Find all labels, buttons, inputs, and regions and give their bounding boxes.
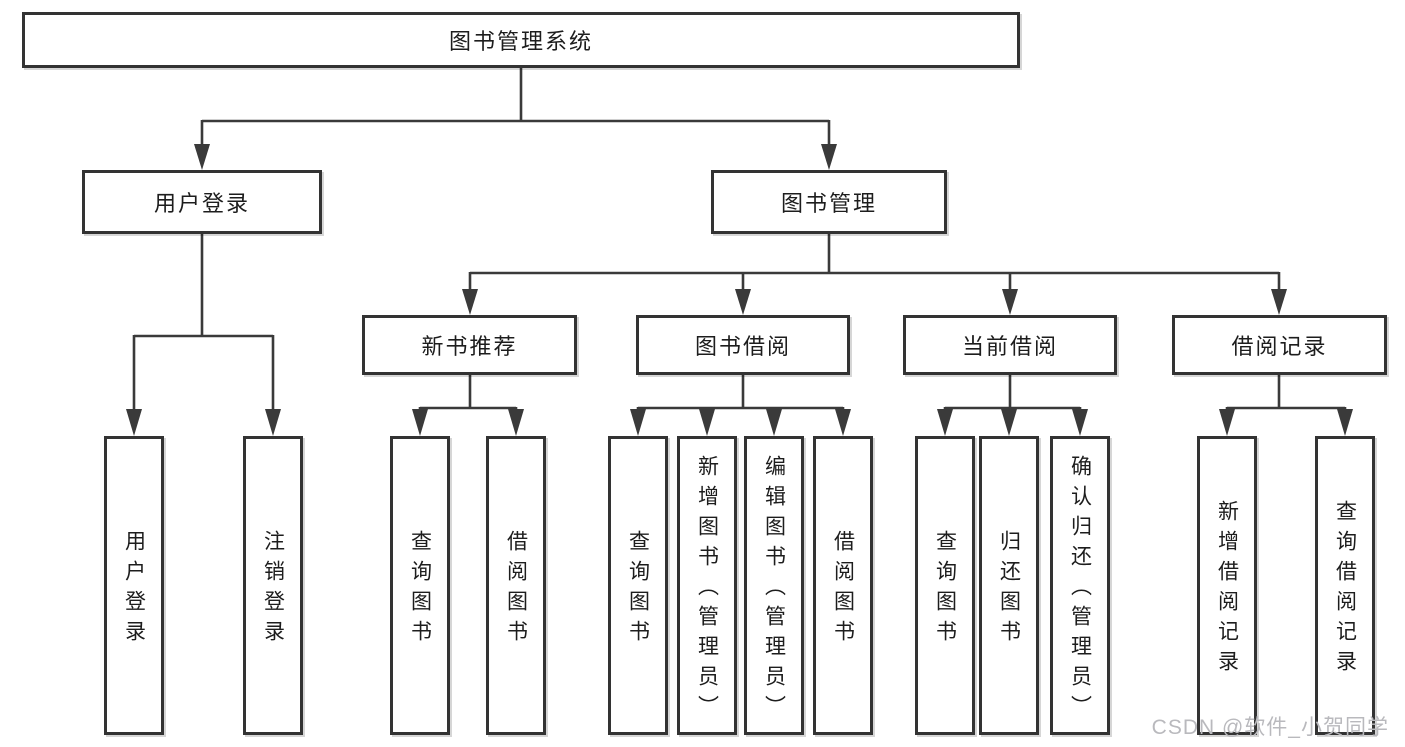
node-leaf-query-books-borrow: 查询图书 [608, 436, 668, 735]
node-leaf-user-login: 用户登录 [104, 436, 164, 735]
node-label: 编辑图书（管理员） [762, 455, 786, 725]
node-new-book-recommend: 新书推荐 [362, 315, 577, 375]
node-leaf-add-borrow-record: 新增借阅记录 [1197, 436, 1257, 735]
node-label: 借阅图书 [831, 530, 855, 650]
node-label: 归还图书 [997, 530, 1021, 650]
node-label: 新增图书（管理员） [695, 455, 719, 725]
node-leaf-confirm-return-admin: 确认归还（管理员） [1050, 436, 1110, 735]
node-label: 用户登录 [153, 191, 250, 216]
node-leaf-return-books: 归还图书 [979, 436, 1039, 735]
node-label: 图书管理系统 [448, 29, 593, 54]
node-label: 借阅图书 [504, 530, 528, 650]
node-label: 当前借阅 [961, 334, 1058, 359]
node-label: 注销登录 [261, 530, 285, 650]
node-label: 确认归还（管理员） [1068, 455, 1092, 725]
node-leaf-query-borrow-record: 查询借阅记录 [1315, 436, 1375, 735]
node-label: 图书借阅 [694, 334, 791, 359]
node-label: 查询图书 [408, 530, 432, 650]
node-leaf-add-books-admin: 新增图书（管理员） [677, 436, 737, 735]
node-leaf-edit-books-admin: 编辑图书（管理员） [744, 436, 804, 735]
node-label: 查询图书 [626, 530, 650, 650]
node-leaf-borrow-books: 借阅图书 [813, 436, 873, 735]
node-book-borrow: 图书借阅 [636, 315, 850, 375]
node-label: 用户登录 [122, 530, 146, 650]
arrowheads [126, 144, 1353, 436]
node-leaf-query-books-current: 查询图书 [915, 436, 975, 735]
watermark: CSDN @软件_小贺同学 [1151, 716, 1389, 739]
node-label: 图书管理 [780, 191, 877, 216]
node-book-management: 图书管理 [711, 170, 947, 234]
node-label: 查询图书 [933, 530, 957, 650]
node-leaf-query-books-recommend: 查询图书 [390, 436, 450, 735]
node-label: 查询借阅记录 [1333, 500, 1357, 680]
node-leaf-borrow-books-recommend: 借阅图书 [486, 436, 546, 735]
node-user-login: 用户登录 [82, 170, 322, 234]
node-library-management-system: 图书管理系统 [22, 12, 1020, 68]
node-label: 新增借阅记录 [1215, 500, 1239, 680]
node-current-borrow: 当前借阅 [903, 315, 1117, 375]
node-label: 借阅记录 [1231, 334, 1328, 359]
node-borrow-record: 借阅记录 [1172, 315, 1387, 375]
node-leaf-logout: 注销登录 [243, 436, 303, 735]
node-label: 新书推荐 [421, 334, 518, 359]
